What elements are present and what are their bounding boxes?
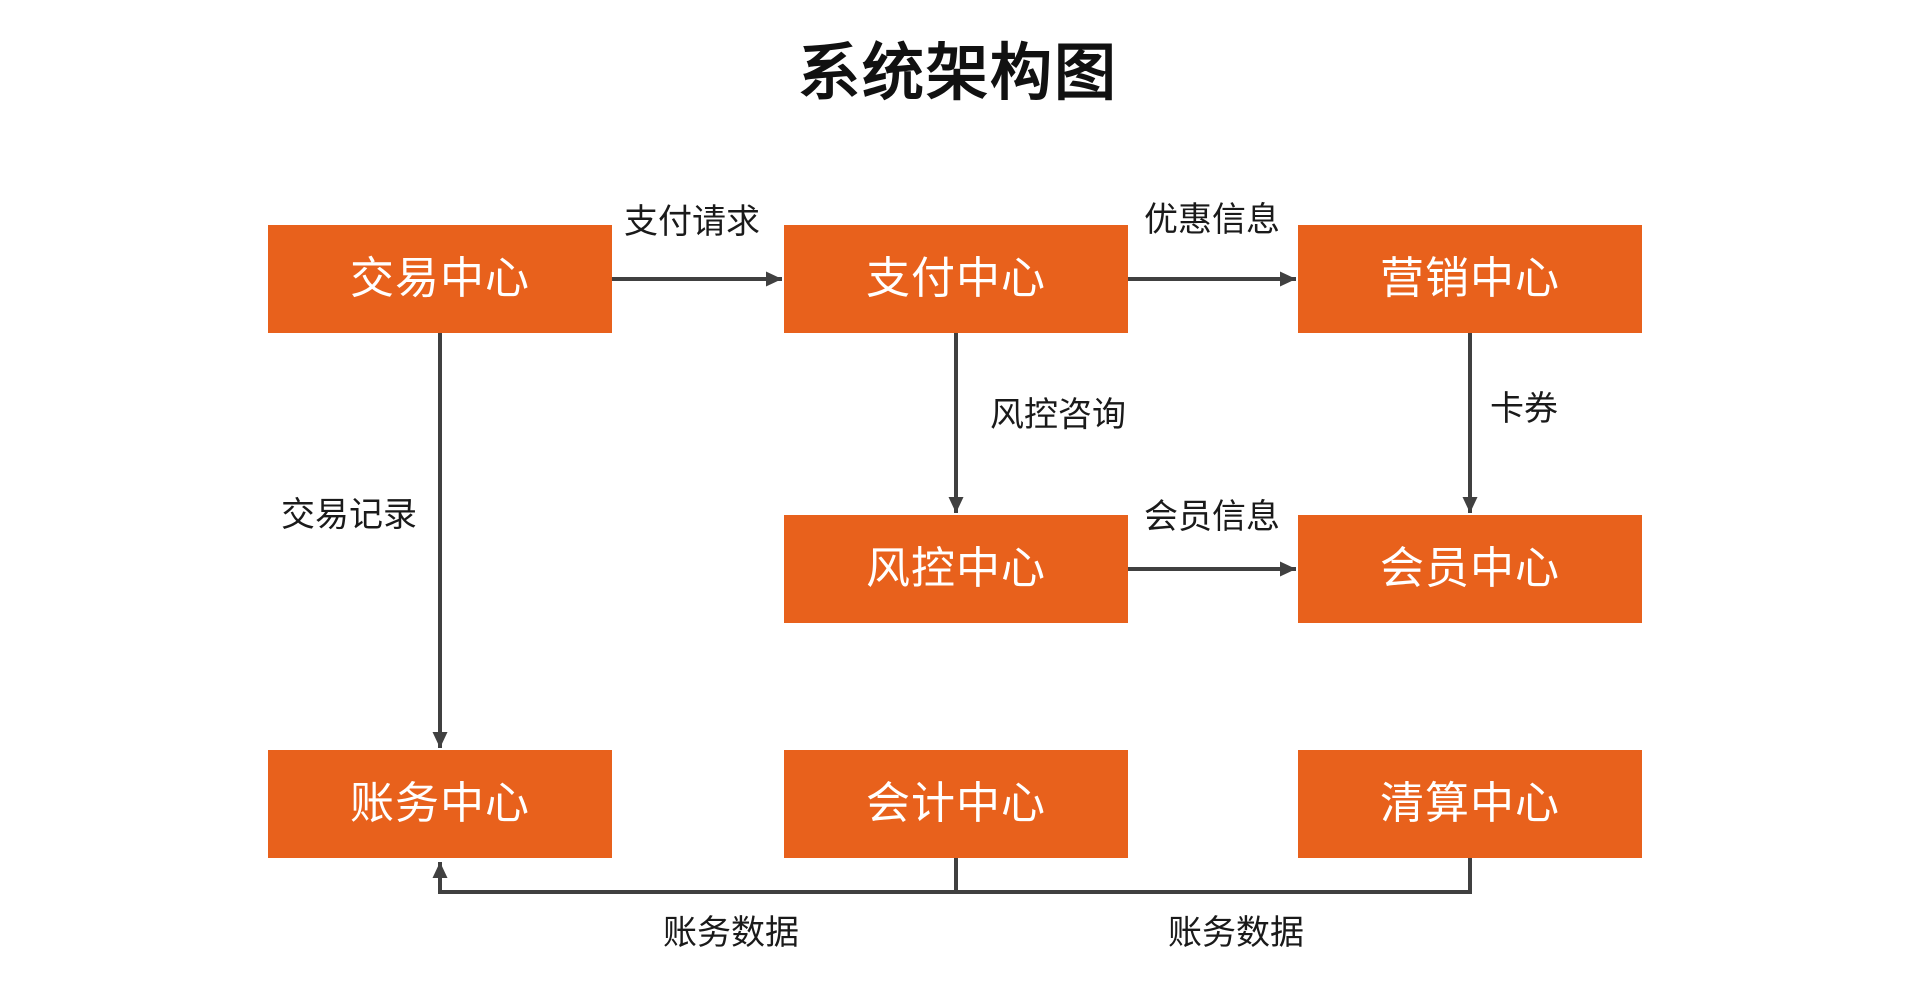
node-label: 账务中心 xyxy=(350,779,530,828)
node-label: 风控中心 xyxy=(866,544,1046,593)
edge-label-trade-record: 交易记录 xyxy=(281,496,417,534)
node-label: 会计中心 xyxy=(866,779,1046,828)
node-label: 支付中心 xyxy=(866,254,1046,303)
edge-label-card-voucher: 卡券 xyxy=(1490,390,1558,428)
node-member-center: 会员中心 xyxy=(1298,515,1642,623)
node-risk-control-center: 风控中心 xyxy=(784,515,1128,623)
edge-label-member-info: 会员信息 xyxy=(1144,498,1280,536)
edge-label-account-data-left: 账务数据 xyxy=(663,914,799,952)
edge-label-promo-info: 优惠信息 xyxy=(1144,201,1280,239)
node-clearing-center: 清算中心 xyxy=(1298,750,1642,858)
edge-label-risk-consult: 风控咨询 xyxy=(990,396,1126,434)
node-account-center: 账务中心 xyxy=(268,750,612,858)
edge-label-account-data-right: 账务数据 xyxy=(1168,914,1304,952)
edge-clearing-to-account xyxy=(432,858,1472,894)
node-label: 清算中心 xyxy=(1380,779,1560,828)
node-marketing-center: 营销中心 xyxy=(1298,225,1642,333)
node-label: 营销中心 xyxy=(1380,254,1560,303)
node-label: 交易中心 xyxy=(350,254,530,303)
diagram-title: 系统架构图 xyxy=(797,39,1118,108)
node-trade-center: 交易中心 xyxy=(268,225,612,333)
node-accounting-center: 会计中心 xyxy=(784,750,1128,858)
edge-label-payment-request: 支付请求 xyxy=(624,203,760,241)
node-payment-center: 支付中心 xyxy=(784,225,1128,333)
node-label: 会员中心 xyxy=(1380,544,1560,593)
